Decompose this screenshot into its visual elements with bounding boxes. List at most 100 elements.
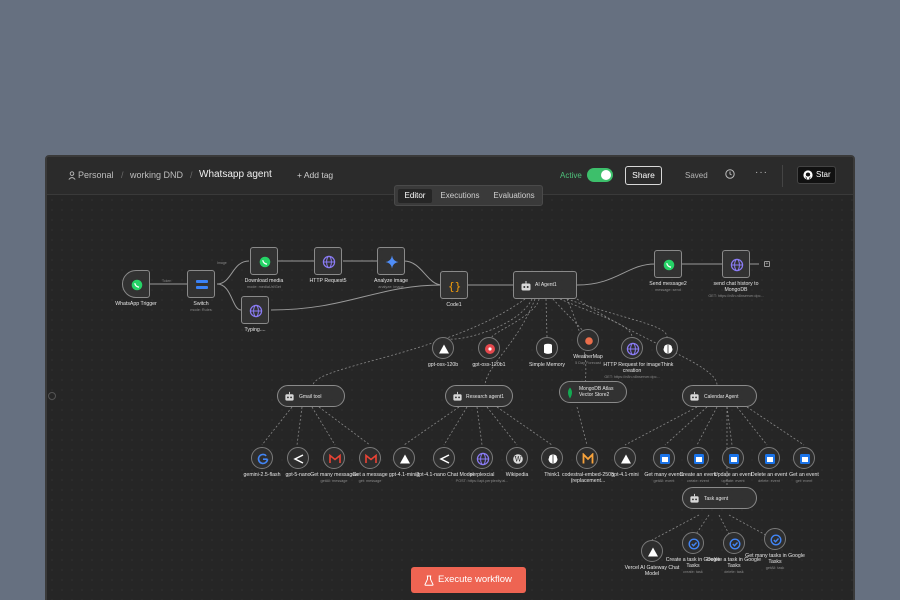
tool-subtitle: POST: https://api.perplexity.ai... bbox=[455, 479, 509, 483]
research-agent1-node[interactable]: Research agent1 bbox=[445, 385, 513, 407]
globe-icon bbox=[249, 304, 263, 318]
tool-label: gpt-4.1-mini2 bbox=[388, 472, 420, 478]
http-request-image-node[interactable] bbox=[621, 337, 643, 359]
whatsapp-icon bbox=[663, 259, 675, 271]
typing-node[interactable] bbox=[241, 296, 269, 324]
breadcrumb-folder[interactable]: working DND bbox=[130, 170, 184, 180]
robot-icon bbox=[690, 391, 699, 401]
calendar-icon bbox=[660, 454, 670, 464]
think1-node[interactable] bbox=[541, 447, 563, 469]
agent-label: Task agent bbox=[704, 496, 729, 502]
codestral-embed-node[interactable] bbox=[576, 447, 598, 469]
delete-event-node[interactable] bbox=[758, 447, 780, 469]
vercel-icon bbox=[439, 344, 449, 354]
node-subtitle: mode: Rules bbox=[190, 308, 212, 312]
view-tabs: Editor Executions Evaluations bbox=[394, 185, 543, 206]
panel-collapse-handle[interactable] bbox=[48, 392, 56, 400]
create-event-node[interactable] bbox=[687, 447, 709, 469]
task-agent-node[interactable]: Task agent bbox=[682, 487, 757, 509]
gmail-icon bbox=[365, 454, 377, 463]
tool-subtitle: delete: event bbox=[758, 479, 780, 483]
breadcrumb-personal[interactable]: Personal bbox=[78, 170, 114, 180]
get-many-messages-node[interactable] bbox=[323, 447, 345, 469]
analyze-image-node[interactable] bbox=[377, 247, 405, 275]
wikipedia-node[interactable]: W bbox=[506, 447, 528, 469]
simple-memory-node[interactable] bbox=[536, 337, 558, 359]
workflow-canvas[interactable]: WhatsApp Trigger Token Switch mode: Rule… bbox=[47, 195, 853, 600]
code-braces-icon: {} bbox=[448, 280, 461, 292]
tool-subtitle: getAll: message bbox=[320, 479, 348, 483]
more-options-button[interactable]: ··· bbox=[755, 167, 768, 178]
get-many-events-node[interactable] bbox=[653, 447, 675, 469]
add-node-button[interactable]: + bbox=[764, 261, 770, 267]
github-star-button[interactable]: Star bbox=[797, 166, 836, 184]
tool-label: HTTP Request for image creation bbox=[603, 362, 661, 374]
robot-icon bbox=[521, 281, 531, 291]
delete-task-node[interactable] bbox=[723, 532, 745, 554]
code1-node[interactable]: {} bbox=[440, 271, 468, 299]
calendar-icon bbox=[694, 454, 704, 464]
think-node[interactable] bbox=[656, 337, 678, 359]
tool-label: Get many events bbox=[644, 472, 684, 478]
active-toggle[interactable] bbox=[587, 168, 613, 182]
gpt-4-1-mini-node[interactable] bbox=[614, 447, 636, 469]
gmail-tool-agent-node[interactable]: Gmail tool bbox=[277, 385, 345, 407]
switch-node[interactable] bbox=[187, 270, 215, 298]
gpt-5-nano-node[interactable] bbox=[287, 447, 309, 469]
tab-executions[interactable]: Executions bbox=[440, 191, 480, 200]
star-label: Star bbox=[816, 170, 831, 179]
tab-evaluations[interactable]: Evaluations bbox=[493, 191, 535, 200]
tab-editor[interactable]: Editor bbox=[398, 189, 432, 203]
tool-label: WeatherMap bbox=[573, 354, 603, 360]
add-tag-button[interactable]: + Add tag bbox=[297, 170, 334, 180]
node-label: Send message2 bbox=[649, 281, 687, 287]
brain-icon bbox=[548, 454, 558, 464]
send-chat-history-node[interactable] bbox=[722, 250, 750, 278]
node-subtitle: mode: mediaUrl/Get bbox=[247, 285, 281, 289]
perplexcial-node[interactable] bbox=[471, 447, 493, 469]
gpt-4-1-nano-node[interactable] bbox=[433, 447, 455, 469]
breadcrumb-separator: / bbox=[190, 170, 193, 180]
get-many-tasks-node[interactable] bbox=[764, 528, 786, 550]
tool-subtitle: delete: task bbox=[724, 570, 744, 574]
share-button[interactable]: Share bbox=[625, 166, 662, 185]
node-label: HTTP Request5 bbox=[309, 278, 347, 284]
create-task-node[interactable] bbox=[682, 532, 704, 554]
tool-label: Get many messages bbox=[310, 472, 358, 478]
gemini-flash-node[interactable] bbox=[251, 447, 273, 469]
tool-label: Simple Memory bbox=[528, 362, 566, 368]
tool-label: Get an event bbox=[789, 472, 819, 478]
tool-label: Create an event bbox=[679, 472, 717, 478]
calendar-agent-node[interactable]: Calendar Agent bbox=[682, 385, 757, 407]
gmail-icon bbox=[329, 454, 341, 463]
send-message2-node[interactable] bbox=[654, 250, 682, 278]
tool-label: gpt-oss-120b bbox=[427, 362, 459, 368]
history-icon[interactable] bbox=[724, 168, 736, 180]
http-request5-node[interactable] bbox=[314, 247, 342, 275]
saved-status: Saved bbox=[685, 171, 708, 180]
whatsapp-trigger-node[interactable] bbox=[122, 270, 150, 298]
brain-icon bbox=[663, 344, 673, 354]
tool-label: Vercel AI Gateway Chat Model bbox=[624, 565, 680, 577]
node-label: Typing.... bbox=[244, 327, 266, 333]
gpt-oss-120b1-node[interactable] bbox=[478, 337, 500, 359]
tool-subtitle: getAll: task bbox=[765, 566, 785, 570]
gpt-oss-120b-node[interactable] bbox=[432, 337, 454, 359]
download-media-node[interactable] bbox=[250, 247, 278, 275]
connection-wires bbox=[147, 260, 805, 541]
execute-workflow-button[interactable]: Execute workflow bbox=[411, 567, 526, 593]
vercel-gateway-node[interactable] bbox=[641, 540, 663, 562]
weathermap-node[interactable] bbox=[577, 329, 599, 351]
switch-icon bbox=[196, 280, 208, 289]
get-a-message-node[interactable] bbox=[359, 447, 381, 469]
ai-agent1-node[interactable]: AI Agent1 bbox=[513, 271, 577, 299]
google-tasks-icon bbox=[770, 534, 782, 546]
gpt-4-1-mini2-node[interactable] bbox=[393, 447, 415, 469]
mongodb-vector-store-node[interactable]: MongoDB Atlas Vector Store2 bbox=[559, 381, 627, 403]
globe-icon bbox=[730, 258, 744, 272]
workflow-title[interactable]: Whatsapp agent bbox=[199, 169, 272, 180]
vercel-icon bbox=[621, 454, 631, 464]
get-an-event-node[interactable] bbox=[793, 447, 815, 469]
update-event-node[interactable] bbox=[722, 447, 744, 469]
robot-icon bbox=[690, 493, 699, 503]
